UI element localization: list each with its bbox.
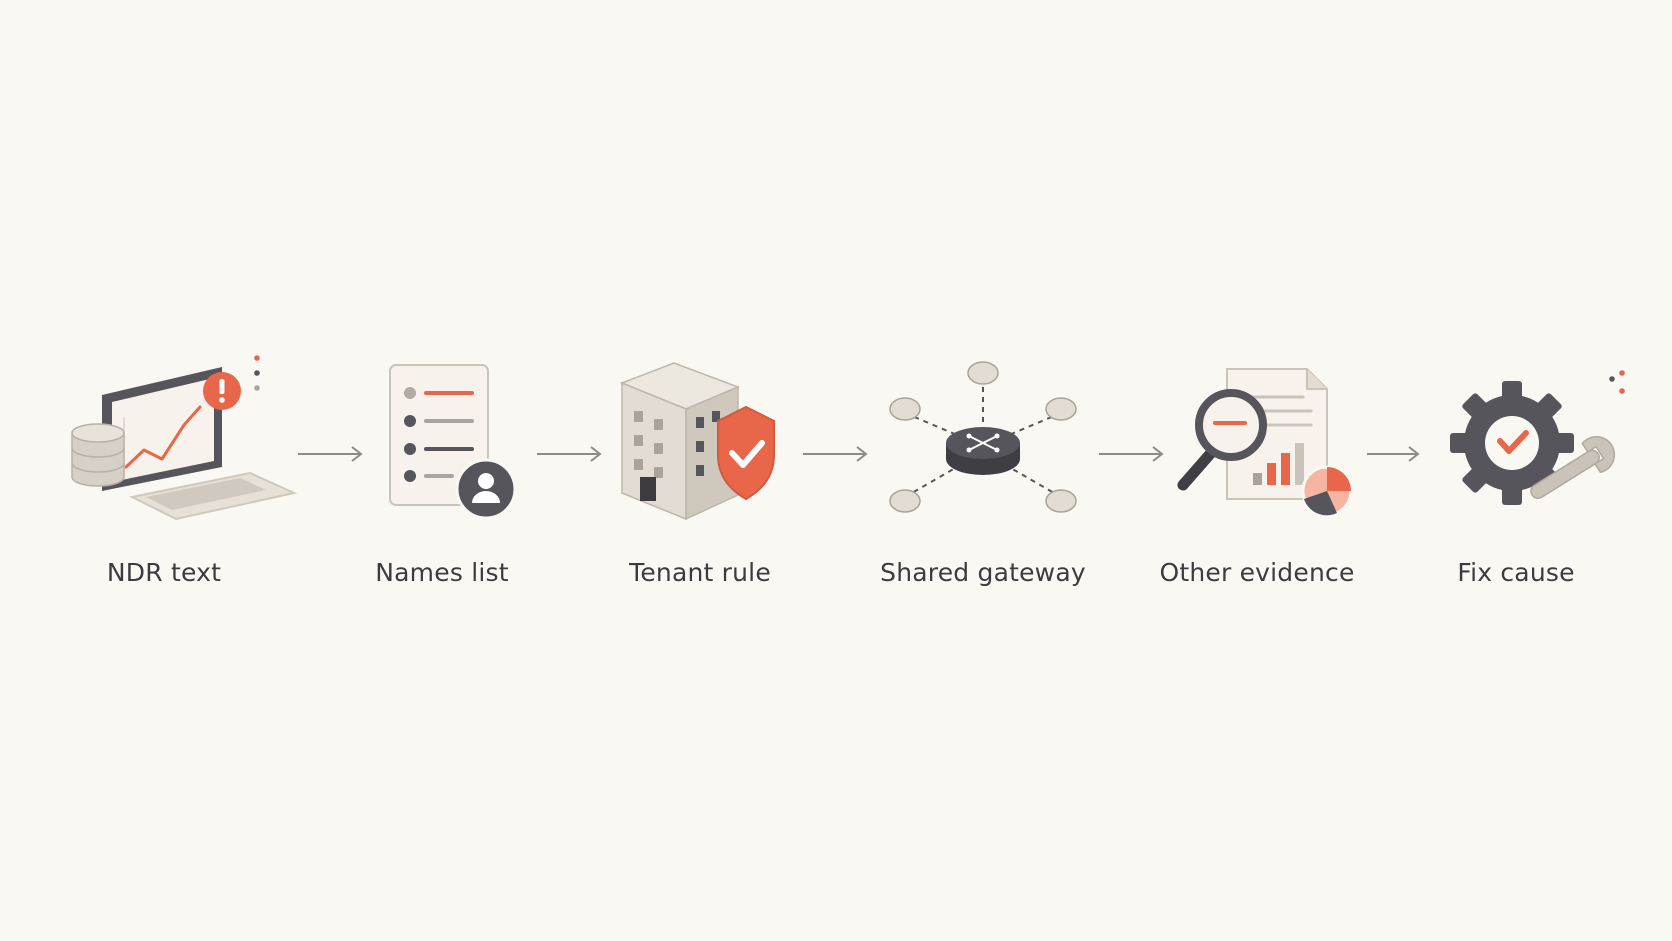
network-gateway-icon <box>889 361 1077 513</box>
arrow-right-icon <box>298 446 363 462</box>
magnifier-report-icon <box>1177 368 1353 517</box>
laptop-alert-icon <box>71 355 298 521</box>
step-label: Other evidence <box>1159 558 1355 587</box>
step-label: NDR text <box>106 558 222 587</box>
step-label: Names list <box>375 558 509 587</box>
step-label: Fix cause <box>1457 558 1575 587</box>
gear-wrench-icon <box>1450 370 1625 505</box>
arrow-right-icon <box>537 446 602 462</box>
arrow-right-icon <box>1367 446 1420 462</box>
step-label: Tenant rule <box>629 558 771 587</box>
arrow-right-icon <box>1099 446 1164 462</box>
names-list-icon <box>389 364 517 520</box>
building-shield-icon <box>619 362 775 521</box>
arrow-right-icon <box>803 446 868 462</box>
step-label: Shared gateway <box>880 558 1086 587</box>
